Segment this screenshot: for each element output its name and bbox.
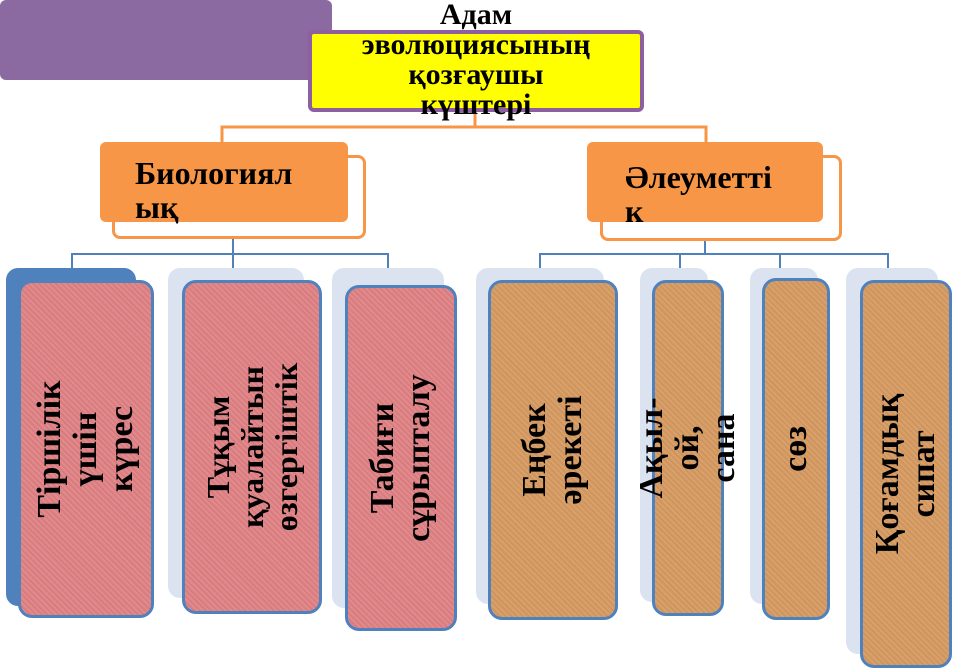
leaf-labor-label: Еңбек әрекеті [516, 395, 589, 505]
leaf-heredity-label: Тұқым қуалайтын өзгергіштік [200, 362, 304, 532]
category-social-box [587, 142, 823, 222]
leaf-hereditary-variability: Тұқым қуалайтын өзгергіштік [182, 280, 322, 614]
category-bio-label: Биологиял ық [135, 155, 293, 225]
category-social-label: Әлеуметті к [625, 159, 772, 229]
leaf-selection-label: Табиғи сұрыпталу [364, 374, 437, 542]
category-bio-box [100, 142, 348, 222]
leaf-labor-activity: Еңбек әрекеті [488, 280, 618, 620]
leaf-speech-label: сөз [777, 426, 814, 472]
bio-branch-connector [71, 253, 389, 272]
root-label: Адам эволюциясының қозғаушы күштері [361, 0, 591, 121]
root-node-shadow [0, 0, 332, 80]
leaf-speech: сөз [762, 278, 830, 620]
leaf-social-nature-label: Қоғамдық сипат [869, 393, 942, 555]
root-node [308, 30, 644, 112]
leaf-struggle-for-existence: Тіршілік үшін күрес [18, 280, 154, 618]
leaf-natural-selection: Табиғи сұрыпталу [345, 285, 457, 631]
leaf-struggle-label: Тіршілік үшін күрес [31, 380, 140, 518]
leaf-mind-label: Ақыл-ой, сана [633, 397, 742, 499]
social-branch-connector [539, 253, 889, 272]
leaf-mind-consciousness: Ақыл-ой, сана [633, 280, 742, 616]
leaf-social-nature: Қоғамдық сипат [860, 280, 952, 668]
